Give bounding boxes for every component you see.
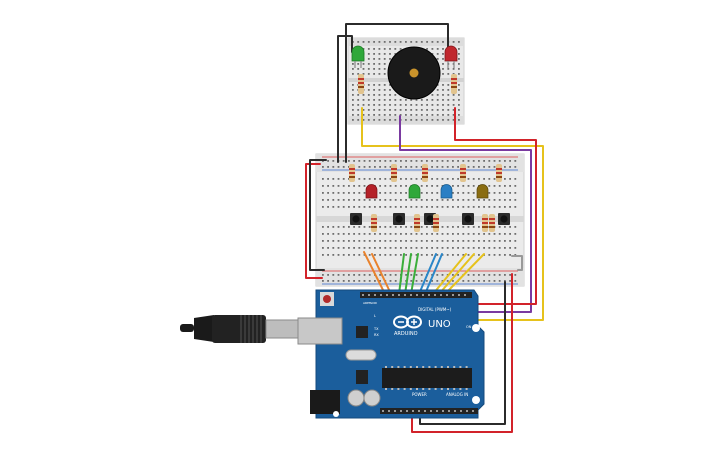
wire-black-small-left	[337, 35, 353, 163]
resistor-top-2	[391, 164, 397, 182]
arduino-brand: ARDUINO	[394, 331, 418, 337]
large-breadboard-components	[349, 164, 510, 232]
wire-black-left-rail	[309, 159, 327, 271]
resistor-low-5	[489, 214, 495, 232]
power-label: POWER	[412, 392, 427, 397]
lower-resistors	[371, 214, 495, 232]
aref-label: AREF	[363, 301, 371, 305]
blue-led-large-icon	[440, 184, 453, 199]
digital-label: DIGITAL (PWM~)	[418, 307, 452, 312]
resistor-low-3	[433, 214, 439, 232]
wire-orange-2	[371, 253, 392, 295]
wire-green-3	[410, 253, 419, 295]
small-resistor-left-icon	[358, 74, 364, 94]
small-resistor-right-icon	[451, 74, 457, 94]
wire-yellow-3	[444, 253, 485, 295]
wire-blue-1	[418, 253, 437, 295]
wire-black-top-loop	[345, 23, 449, 163]
resistor-low-2	[414, 214, 420, 232]
usb-port-icon	[297, 317, 343, 345]
push-button-4[interactable]	[462, 213, 474, 225]
push-button-1[interactable]	[350, 213, 362, 225]
wire-yellow-2	[438, 253, 475, 295]
resistor-top-1	[349, 164, 355, 182]
wire-red-bottom	[411, 273, 513, 433]
resistor-low-4	[482, 214, 488, 232]
top-resistors	[349, 164, 502, 182]
resistor-top-4	[460, 164, 466, 182]
push-buttons	[350, 213, 510, 225]
resistor-top-3	[422, 164, 428, 182]
wire-green-2	[404, 253, 412, 295]
wire-red-left-rail	[305, 163, 323, 279]
resistor-low-1	[371, 214, 377, 232]
atmega-chip-icon	[382, 368, 472, 388]
rx-label: RX	[374, 333, 379, 337]
wire-gray-right	[511, 255, 523, 271]
red-led-icon	[444, 45, 458, 68]
wire-yellow-1	[432, 253, 467, 295]
arduino-uno-board[interactable]: ARDUINO UNO DIGITAL (PWM~) POWER ANALOG …	[297, 289, 485, 419]
green-led-large-icon	[408, 184, 421, 199]
resistor-top-5	[496, 164, 502, 182]
wire-blue-2	[424, 253, 443, 295]
push-button-2[interactable]	[393, 213, 405, 225]
tx-label: TX	[373, 327, 379, 331]
power-jack-icon	[310, 390, 340, 414]
small-breadboard-components	[351, 45, 458, 100]
push-button-5[interactable]	[498, 213, 510, 225]
yellow-led-large-icon	[476, 184, 489, 199]
red-led-large-icon	[365, 184, 378, 199]
usb-cable	[180, 315, 299, 343]
arduino-logo-icon	[393, 315, 422, 329]
l-led-label: L	[374, 314, 376, 318]
gnd-label: GND	[370, 301, 378, 305]
bottom-header	[380, 408, 478, 414]
green-led-icon	[351, 45, 365, 68]
analog-label: ANALOG IN	[446, 392, 468, 397]
on-label: ON	[466, 325, 472, 329]
large-breadboard-holes	[322, 160, 517, 282]
wire-orange-1	[363, 251, 386, 295]
piezo-buzzer-icon	[387, 46, 441, 100]
model-label: UNO	[428, 319, 451, 330]
wire-green-1	[398, 253, 405, 295]
